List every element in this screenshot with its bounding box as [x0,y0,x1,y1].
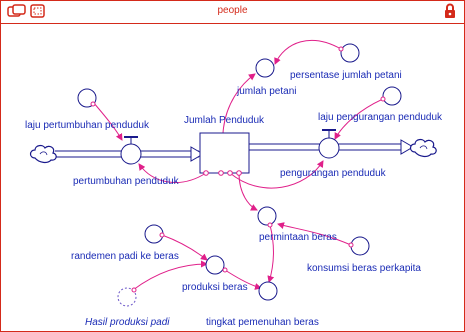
connector-konsumsi-to-permintaan[interactable] [277,222,352,246]
converter-permintaan-beras[interactable] [257,206,277,226]
label-persentase-petani: persentase jumlah petani [290,70,402,81]
window-title: people [217,5,248,16]
converter-persentase-petani[interactable] [340,43,360,63]
label-permintaan-beras: permintaan beras [259,232,337,243]
connector-hasil-to-produksi[interactable] [132,260,208,291]
connector-stock-to-inflow[interactable] [138,163,207,184]
label-outflow: pengurangan penduduk [280,168,387,179]
connector-dots [90,46,386,293]
converter-konsumsi-beras[interactable] [350,236,370,256]
converter-hasil-produksi-ghost[interactable] [117,287,137,307]
cloud-source-icon[interactable] [29,144,57,164]
label-produksi-beras: produksi beras [182,282,248,293]
connector-stock-to-jumlah-petani[interactable] [222,73,256,134]
connector-randemen-to-produksi[interactable] [161,234,208,261]
labels: laju pertumbuhan penduduk Jumlah Pendudu… [25,70,443,328]
converter-produksi-beras[interactable] [205,255,225,275]
stock-jumlah-penduduk[interactable] [199,132,250,176]
connector-stock-to-outflow[interactable] [229,160,324,189]
window-titlebar: people [1,1,464,24]
model-view-icon[interactable] [30,4,45,18]
label-jumlah-petani: jumlah petani [236,86,296,97]
connector-laju-pertumbuhan-to-inflow[interactable] [92,101,123,141]
diagram-canvas: laju pertumbuhan penduduk Jumlah Pendudu… [25,40,443,328]
converter-jumlah-petani[interactable] [255,58,275,78]
label-laju-pengurangan: laju pengurangan penduduk [318,112,443,123]
label-hasil-produksi: Hasil produksi padi [85,317,170,328]
cloud-sink-icon[interactable] [409,138,437,158]
converters [77,43,402,307]
label-stock: Jumlah Penduduk [184,115,265,126]
label-randemen: randemen padi ke beras [71,251,179,262]
lock-icon[interactable] [444,3,456,19]
connector-produksi-to-tingkat[interactable] [224,269,262,290]
converter-tingkat-pemenuhan[interactable] [258,281,278,301]
outflow-valve[interactable] [318,129,340,159]
connector-permintaan-to-tingkat[interactable] [267,224,275,283]
label-tingkat-pemenuhan: tingkat pemenuhan beras [206,317,319,328]
label-laju-pertumbuhan: laju pertumbuhan penduduk [25,120,150,131]
label-inflow: pertumbuhan penduduk [73,176,180,187]
connector-laju-pengurangan-to-outflow[interactable] [334,98,384,140]
connectors [92,40,384,291]
inflow-valve[interactable] [120,136,142,165]
label-konsumsi-beras: konsumsi beras perkapita [307,263,421,274]
connector-stock-to-permintaan[interactable] [238,172,258,211]
map-view-icon[interactable] [7,4,27,18]
connector-persentase-to-jumlah-petani[interactable] [274,40,342,65]
converter-laju-pengurangan[interactable] [382,86,402,106]
